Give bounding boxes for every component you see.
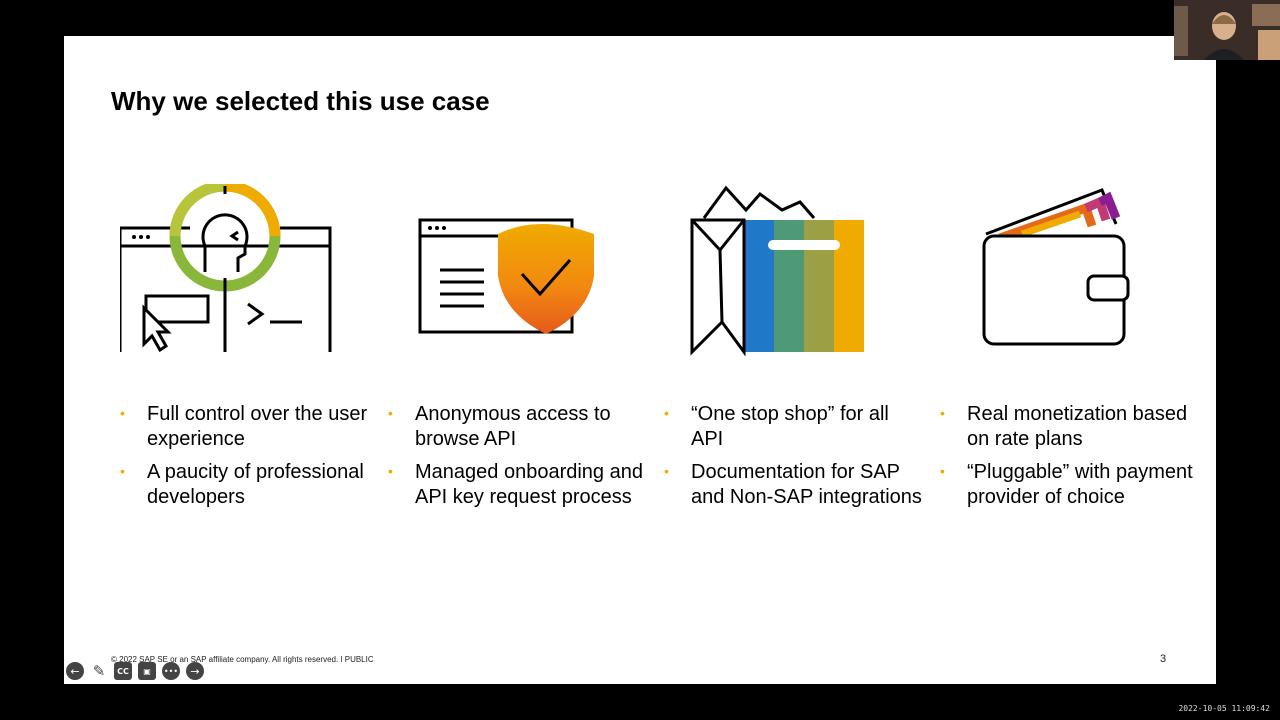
recording-timestamp: 2022-10-05 11:09:42 — [1178, 704, 1270, 713]
presenter-controls: ← ✎ CC ▣ ••• → — [66, 662, 204, 680]
slide: Why we selected this use case Full contr… — [64, 36, 1216, 684]
bullet-item: A paucity of professional developers — [120, 459, 380, 510]
bullet-item: Real monetization based on rate plans — [940, 401, 1200, 452]
page-number: 3 — [1160, 653, 1167, 665]
wallet-icon — [982, 188, 1130, 346]
user-experience-icon — [120, 184, 332, 353]
bullet-item: “Pluggable” with payment provider of cho… — [940, 459, 1200, 510]
bullet-item: “One stop shop” for all API — [664, 401, 924, 452]
camera-toggle-icon[interactable]: ▣ — [138, 662, 156, 680]
bullet-item: Documentation for SAP and Non-SAP integr… — [664, 459, 924, 510]
bullet-list: Full control over the user experience A … — [120, 401, 380, 518]
subtitles-button[interactable]: CC — [114, 662, 132, 680]
bullet-list: “One stop shop” for all API Documentatio… — [664, 401, 924, 518]
bullet-list: Anonymous access to browse API Managed o… — [388, 401, 648, 518]
previous-slide-button[interactable]: ← — [66, 662, 84, 680]
slide-title: Why we selected this use case — [111, 86, 490, 116]
copyright-footer: © 2022 SAP SE or an SAP affiliate compan… — [111, 655, 374, 664]
bullet-item: Anonymous access to browse API — [388, 401, 648, 452]
pen-icon[interactable]: ✎ — [92, 662, 106, 680]
bullet-list: Real monetization based on rate plans “P… — [940, 401, 1200, 518]
presenter-webcam — [1174, 0, 1280, 60]
more-options-button[interactable]: ••• — [162, 662, 180, 680]
shopping-bag-icon — [690, 185, 864, 356]
webcam-person-image — [1174, 0, 1280, 60]
secure-browser-shield-icon — [418, 218, 594, 334]
bullet-item: Managed onboarding and API key request p… — [388, 459, 648, 510]
bullet-item: Full control over the user experience — [120, 401, 380, 452]
next-slide-button[interactable]: → — [186, 662, 204, 680]
